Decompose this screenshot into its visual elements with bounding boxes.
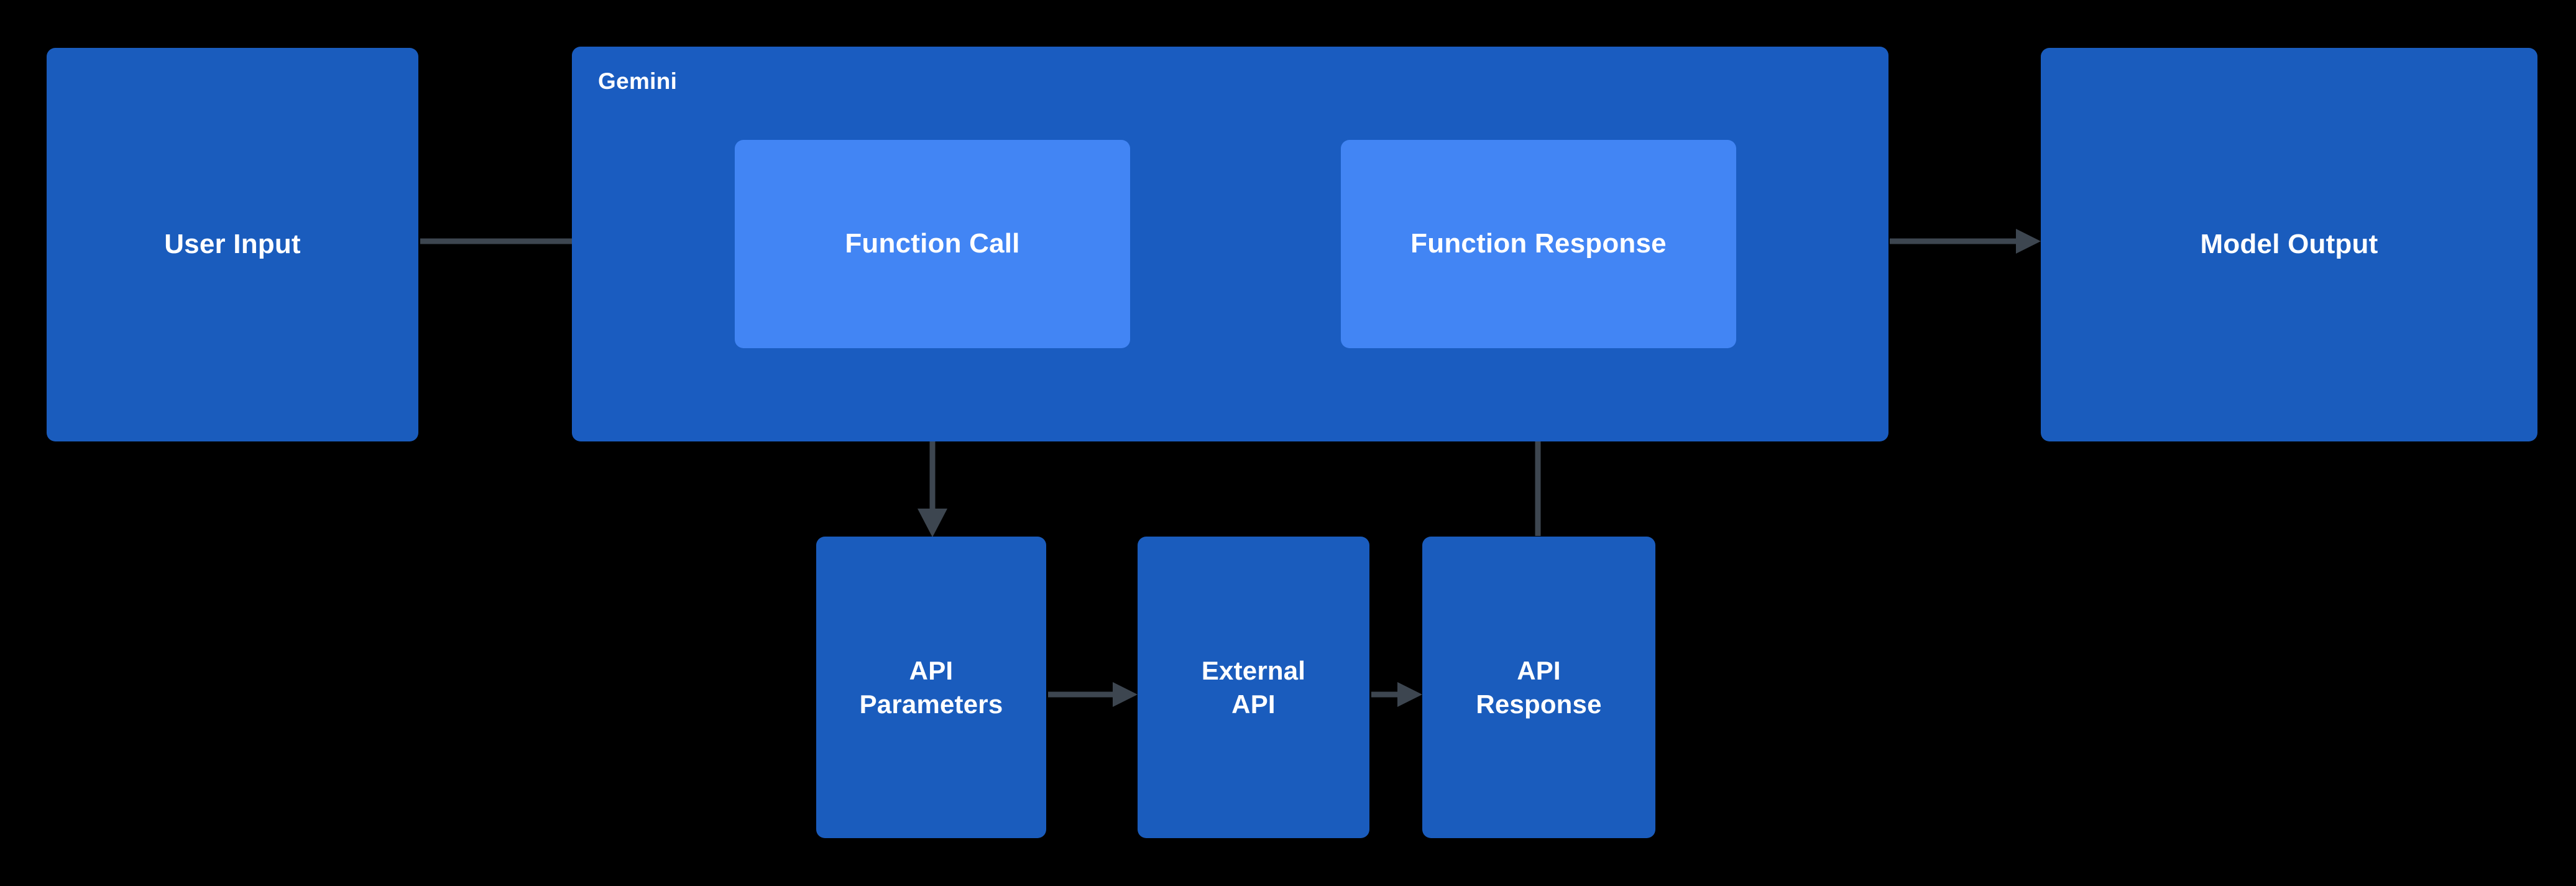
node-function-response-label: Function Response [1410,228,1667,259]
node-api-response-label: API Response [1476,655,1602,719]
node-api-parameters-label: API Parameters [859,655,1003,719]
node-user-input-label: User Input [164,229,301,260]
node-user-input[interactable]: User Input [47,48,418,441]
node-model-output[interactable]: Model Output [2041,48,2537,441]
node-external-api[interactable]: External API [1138,537,1369,838]
node-function-call-label: Function Call [845,228,1020,259]
node-function-call[interactable]: Function Call [735,140,1130,348]
edge-api-parameters-to-external-api [1048,682,1138,707]
edge-external-api-to-api-response [1371,682,1422,707]
edge-function-response-to-model-output [1890,229,2041,254]
node-api-response[interactable]: API Response [1422,537,1655,838]
node-function-response[interactable]: Function Response [1341,140,1736,348]
node-external-api-label: External API [1201,655,1306,719]
node-api-parameters[interactable]: API Parameters [816,537,1046,838]
group-gemini-label: Gemini [598,68,678,94]
node-model-output-label: Model Output [2200,229,2378,260]
